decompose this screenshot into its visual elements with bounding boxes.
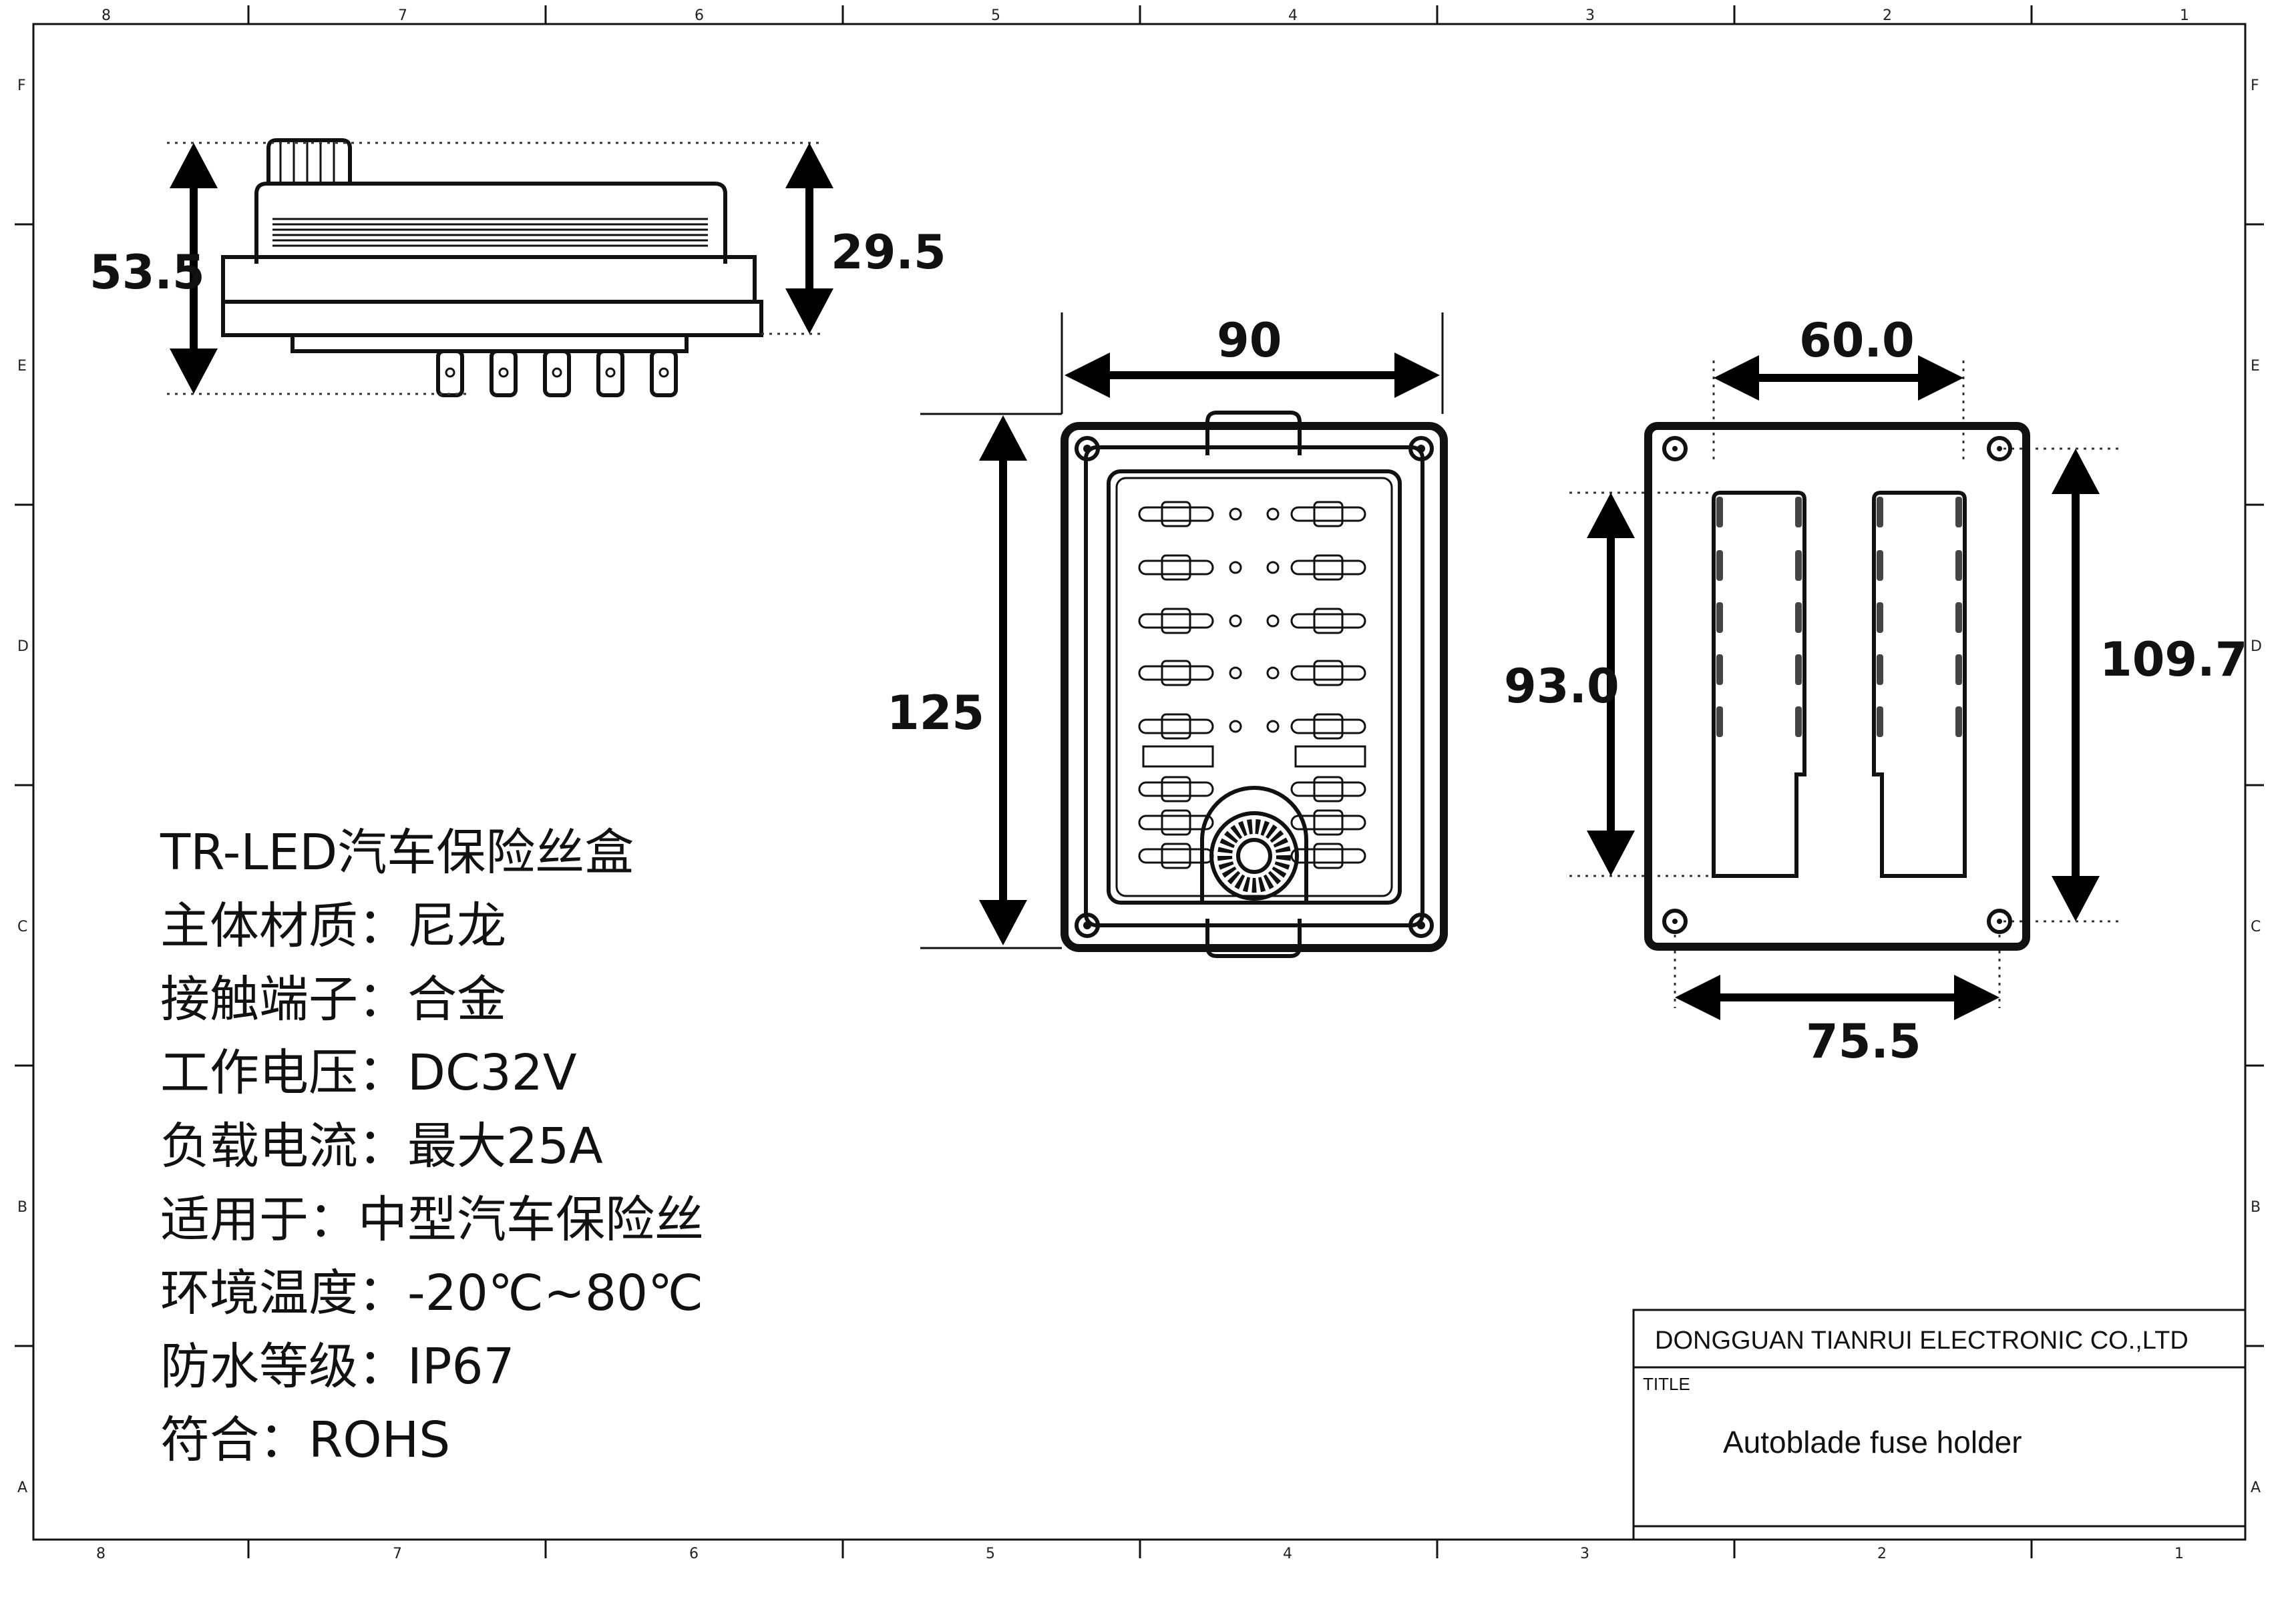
mounting-hole-icon <box>1987 909 2012 934</box>
terminal-channel-right <box>1872 491 1967 878</box>
fuse-slot-icon <box>1138 554 1214 581</box>
side-view: 53.5 29.5 <box>89 138 946 397</box>
dimension-arrow <box>1675 975 1999 1020</box>
specifications: TR-LED汽车保险丝盒 主体材质：尼龙 接触端子：合金 工作电压：DC32V … <box>160 824 704 1469</box>
fuse-slot-icon <box>1290 809 1366 836</box>
row-label: B <box>2251 1199 2261 1216</box>
dimension-back-hole-vertical: 109.7 <box>2100 632 2247 687</box>
column-label: 1 <box>2174 1546 2184 1562</box>
mounting-hole-icon <box>1662 436 1688 461</box>
column-label: 1 <box>2180 7 2189 24</box>
dimension-front-width: 90 <box>1217 313 1282 368</box>
row-label: F <box>17 77 26 94</box>
dimension-side-height: 53.5 <box>89 245 205 300</box>
led-indicators <box>1229 507 1280 733</box>
row-label: E <box>2251 358 2260 375</box>
row-label: E <box>17 358 27 375</box>
front-view: 90 125 <box>887 312 1448 958</box>
dimension-arrow <box>1065 353 1440 398</box>
column-label: 5 <box>986 1546 995 1562</box>
terminal-pin-icon <box>436 349 464 397</box>
row-label: A <box>17 1479 27 1496</box>
fuse-slot-icon <box>1138 501 1214 527</box>
column-label: 2 <box>1883 7 1892 24</box>
fuse-slot-icon <box>1138 713 1214 740</box>
terminal-channel-left <box>1712 491 1806 878</box>
spec-applicable: 适用于：中型汽车保险丝 <box>160 1191 704 1248</box>
column-label: 8 <box>102 7 111 24</box>
row-label: F <box>2251 77 2259 94</box>
dimension-arrow <box>1714 355 1963 401</box>
fuse-slot-icon <box>1290 713 1366 740</box>
terminal-pin-icon <box>543 349 571 397</box>
dimension-back-hole-horizontal: 75.5 <box>1806 1014 1921 1069</box>
column-label: 7 <box>398 7 407 24</box>
column-label: 6 <box>695 7 704 24</box>
row-label: C <box>2251 919 2261 935</box>
spec-voltage: 工作电压：DC32V <box>160 1044 577 1102</box>
terminal-pin-icon <box>596 349 624 397</box>
fuse-slot-icon <box>1138 608 1214 634</box>
drawing-title: Autoblade fuse holder <box>1723 1425 2022 1459</box>
spec-waterproof: 防水等级：IP67 <box>160 1338 515 1395</box>
column-label: 5 <box>991 7 1000 24</box>
title-block: DONGGUAN TIANRUI ELECTRONIC CO.,LTD TITL… <box>1632 1309 2247 1541</box>
spec-compliance: 符合：ROHS <box>160 1411 450 1469</box>
dimension-side-body: 29.5 <box>831 225 946 280</box>
terminal-pin-icon <box>650 349 678 397</box>
valve-icon <box>1200 786 1308 903</box>
mounting-hole-icon <box>1408 436 1434 461</box>
row-label: D <box>17 638 29 655</box>
title-label: TITLE <box>1643 1374 1690 1394</box>
dimension-arrow <box>979 415 1027 945</box>
dimension-arrow <box>785 143 833 334</box>
dimension-front-height: 125 <box>887 686 984 740</box>
column-label: 6 <box>689 1546 699 1562</box>
row-label: A <box>2251 1479 2261 1496</box>
dimension-arrow <box>2052 449 2100 921</box>
mounting-hole-icon <box>1662 909 1688 934</box>
spec-product-name: TR-LED汽车保险丝盒 <box>160 824 634 881</box>
mounting-hole-icon <box>1075 436 1100 461</box>
mounting-hole-icon <box>1408 913 1434 938</box>
spec-terminal: 接触端子：合金 <box>160 971 506 1028</box>
column-label: 3 <box>1585 7 1595 24</box>
dimension-back-slot-height: 93.0 <box>1504 659 1619 714</box>
column-label: 4 <box>1288 7 1298 24</box>
valve-knob-icon <box>266 138 352 186</box>
fuse-slot-icon <box>1138 776 1214 803</box>
spec-material: 主体材质：尼龙 <box>160 897 506 955</box>
fuse-slot-icon <box>1138 809 1214 836</box>
fuse-slot-icon <box>1290 776 1366 803</box>
row-label: D <box>2251 638 2262 655</box>
fuse-slot-icon <box>1290 843 1366 869</box>
column-label: 3 <box>1580 1546 1589 1562</box>
row-label: C <box>17 919 27 935</box>
fuse-slot-icon <box>1290 501 1366 527</box>
back-view: 60.0 93.0 109.7 75.5 <box>1504 313 2247 1069</box>
row-label: B <box>17 1199 27 1216</box>
fuse-slot-icon <box>1290 660 1366 686</box>
dimension-arrow <box>1587 493 1635 876</box>
spec-current: 负载电流：最大25A <box>160 1118 603 1175</box>
column-label: 4 <box>1283 1546 1292 1562</box>
mounting-hole-icon <box>1075 913 1100 938</box>
terminal-pin-icon <box>490 349 518 397</box>
fuse-slot-icon <box>1290 554 1366 581</box>
fuse-slot-icon <box>1138 660 1214 686</box>
fuse-slot-icon <box>1290 608 1366 634</box>
dimension-arrow <box>170 143 218 394</box>
column-label: 8 <box>96 1546 106 1562</box>
mounting-hole-icon <box>1987 436 2012 461</box>
drawing-frame: 8 7 6 5 4 3 2 1 8 7 6 5 4 3 2 1 F E D C … <box>15 5 2264 1562</box>
spec-temperature: 环境温度：-20℃~80℃ <box>160 1265 703 1322</box>
column-label: 7 <box>393 1546 402 1562</box>
column-label: 2 <box>1877 1546 1887 1562</box>
dimension-back-slot-width: 60.0 <box>1799 313 1915 368</box>
company-name: DONGGUAN TIANRUI ELECTRONIC CO.,LTD <box>1655 1327 2188 1355</box>
